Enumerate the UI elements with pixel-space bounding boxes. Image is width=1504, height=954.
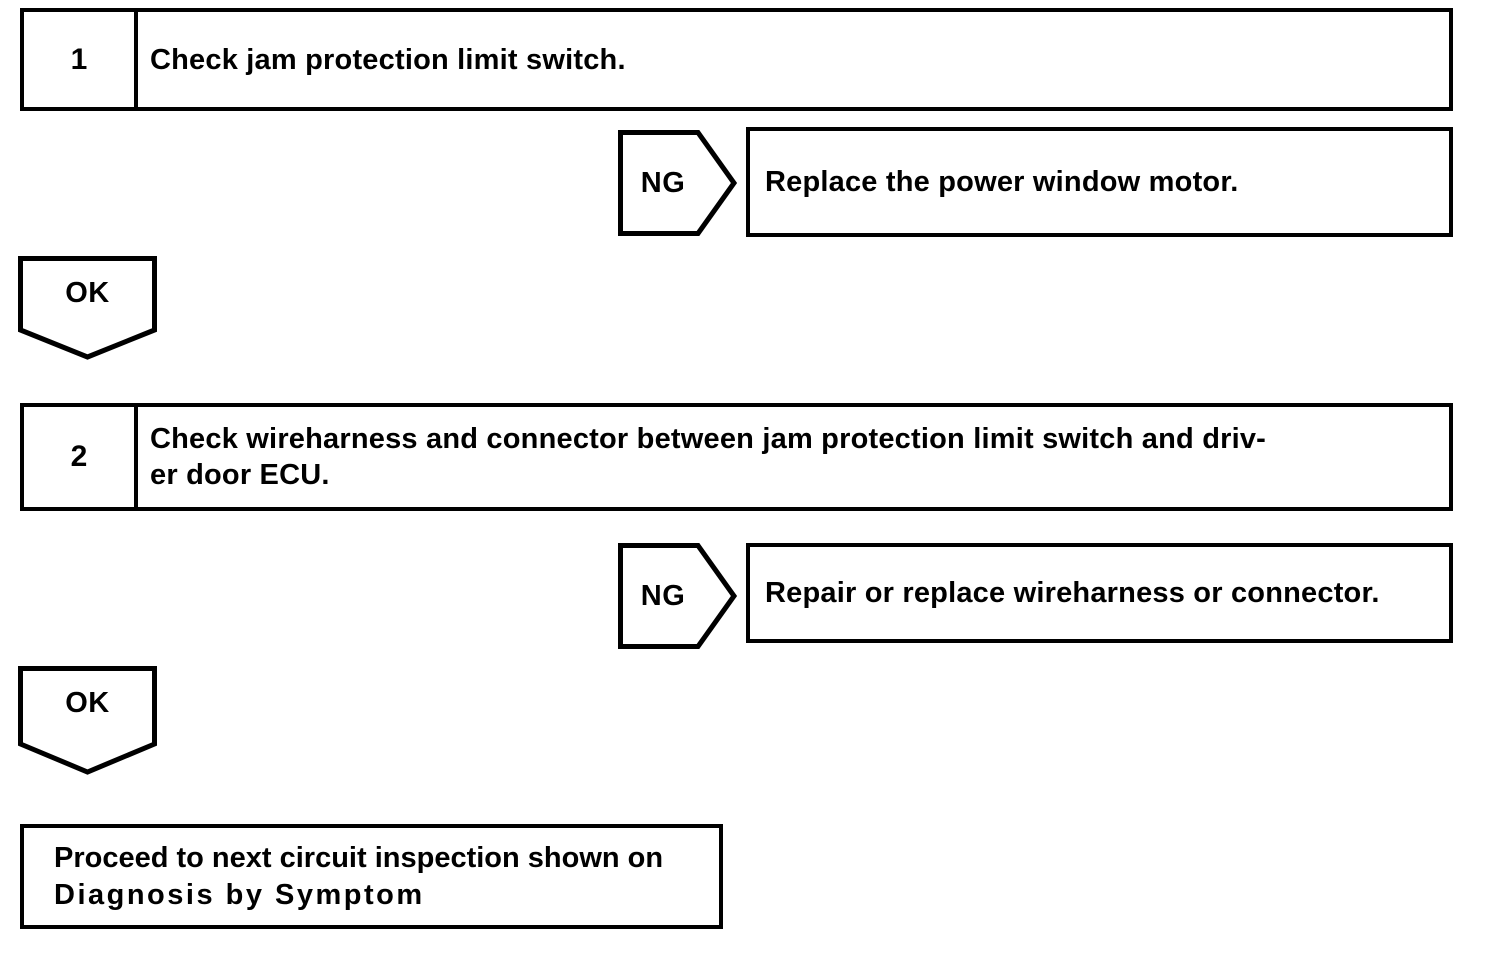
ok-connector-2: OK <box>18 666 157 775</box>
ng-2-result-box: Repair or replace wireharness or connect… <box>746 543 1453 643</box>
final-line-2: Diagnosis by Symptom <box>54 879 425 911</box>
step-2-box: 2 Check wireharness and connector betwee… <box>20 403 1453 511</box>
ok-1-label: OK <box>65 276 110 309</box>
ng-1-label: NG <box>640 166 686 199</box>
step-2-number: 2 <box>24 407 138 507</box>
ng-2-label: NG <box>640 579 686 612</box>
ok-down-pentagon-icon <box>18 256 157 360</box>
final-instruction-box: Proceed to next circuit inspection shown… <box>20 824 723 929</box>
ng-arrow-pentagon-icon <box>618 543 737 649</box>
step-1-title: Check jam protection limit switch. <box>150 43 626 76</box>
step-2-title-line-2: er door ECU. <box>150 459 330 491</box>
ng-arrow-pentagon-icon <box>618 130 737 236</box>
step-2-title-line-1: Check wireharness and connector between … <box>150 423 1267 455</box>
ng-2-result-text: Repair or replace wireharness or connect… <box>765 576 1380 609</box>
ng-1-result-text: Replace the power window motor. <box>765 165 1239 198</box>
step-1-number: 1 <box>24 12 138 107</box>
ok-2-label: OK <box>65 686 110 719</box>
ok-connector-1: OK <box>18 256 157 360</box>
ng-1-result-box: Replace the power window motor. <box>746 127 1453 237</box>
step-1-box: 1 Check jam protection limit switch. <box>20 8 1453 111</box>
ng-connector-2: NG <box>618 543 737 649</box>
final-line-1: Proceed to next circuit inspection shown… <box>54 842 664 874</box>
ng-connector-1: NG <box>618 130 737 236</box>
ok-down-pentagon-icon <box>18 666 157 775</box>
